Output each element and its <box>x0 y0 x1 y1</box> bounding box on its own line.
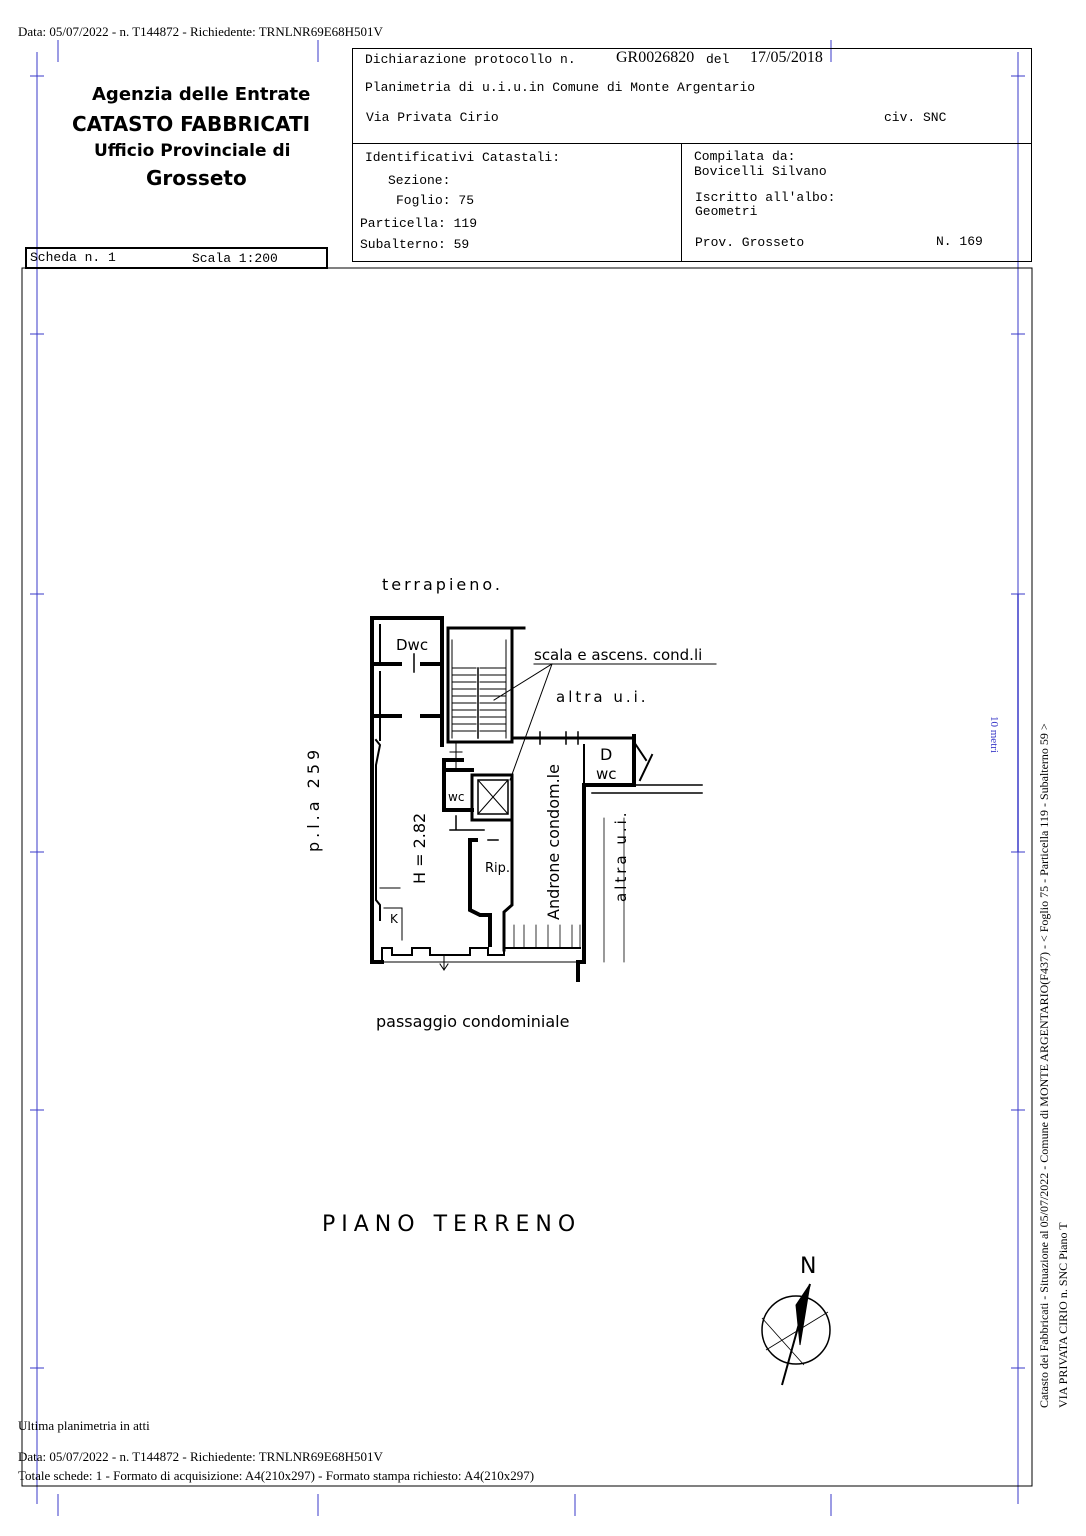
footer-last-plan: Ultima planimetria in atti <box>18 1418 150 1433</box>
civic-number: civ. SNC <box>884 110 947 125</box>
foglio-field: Foglio: 75 <box>396 193 475 208</box>
subalterno-field: Subalterno: 59 <box>360 237 470 252</box>
planimetria-line: Planimetria di u.i.u.in Comune di Monte … <box>365 80 756 95</box>
sezione-field: Sezione: <box>388 173 451 188</box>
right-outer-wall <box>591 784 703 794</box>
stair-side-line <box>451 639 507 739</box>
d-label: D <box>600 745 613 764</box>
k-label: K <box>390 912 398 926</box>
altra-ui-top-label: altra u.i. <box>556 688 649 706</box>
compiler-box <box>681 143 1032 262</box>
scale-bar-label: 10 metri <box>988 716 1000 753</box>
door-arrow-top <box>449 741 463 771</box>
unit-bottom-wall <box>381 947 581 963</box>
androne-label: Androne condom.le <box>544 764 563 920</box>
wc-right-label: wc <box>596 765 617 783</box>
scheda-box <box>25 247 328 269</box>
height-label: H = 2.82 <box>410 812 429 884</box>
kitchen-box <box>383 907 403 941</box>
inner-left-wall <box>374 624 387 921</box>
rip-walls <box>468 838 492 947</box>
compiler-name: Bovicelli Silvano <box>694 164 827 179</box>
door-arrow-bottom <box>439 954 449 971</box>
agency-name: Agenzia delle Entrate <box>92 84 311 105</box>
compiler-label: Compilata da: <box>694 149 796 164</box>
footer-request-line: Data: 05/07/2022 - n. T144872 - Richiede… <box>18 1449 383 1464</box>
albo-label: Iscritto all'albo: <box>695 190 836 205</box>
callout-scala-2 <box>509 663 553 781</box>
stair-block-outline <box>446 626 514 744</box>
declaration-prefix: Dichiarazione protocollo n. <box>365 52 576 67</box>
scheda-number: Scheda n. 1 <box>30 250 116 265</box>
header-request-line: Data: 05/07/2022 - n. T144872 - Richiede… <box>18 24 383 39</box>
footer-totals-line: Totale schede: 1 - Formato di acquisizio… <box>18 1468 535 1483</box>
north-arrow <box>761 1283 831 1386</box>
passaggio-label: passaggio condominiale <box>376 1012 570 1031</box>
protocol-number: GR0026820 <box>616 49 695 66</box>
wc-small-walls <box>442 758 474 812</box>
wc-small-door <box>449 815 485 831</box>
corridor-gap-marks <box>539 731 579 745</box>
registration-number: N. 169 <box>936 234 983 249</box>
rip-right-wall <box>502 818 514 952</box>
declaration-date: 17/05/2018 <box>750 49 823 66</box>
dwc-label: Dwc <box>396 636 429 654</box>
address-line: Via Privata Cirio <box>366 110 499 125</box>
right-unit-wall <box>576 734 636 982</box>
hall-hatch <box>513 924 581 949</box>
side-situation-note: Catasto dei Fabbricati - Situazione al 0… <box>1037 723 1051 1408</box>
province-field: Prov. Grosseto <box>695 235 805 250</box>
piano-terreno-title: PIANO TERRENO <box>322 1212 582 1237</box>
albo-value: Geometri <box>695 204 758 219</box>
identifiers-title: Identificativi Catastali: <box>365 150 561 165</box>
elevator-cross <box>477 779 509 815</box>
declaration-del: del <box>706 52 730 67</box>
scala-ascensore-label: scala e ascens. cond.li <box>534 646 703 664</box>
catasto-title: CATASTO FABBRICATI <box>72 112 311 136</box>
rip-label: Rip. <box>485 861 511 876</box>
callout-scala-1 <box>493 663 553 701</box>
ufficio-label: Ufficio Provinciale di <box>94 141 291 161</box>
stair-treads <box>451 667 507 732</box>
office-city: Grosseto <box>146 166 247 190</box>
side-address-note: VIA PRIVATA CIRIO n. SNC Piano T <box>1056 1222 1070 1408</box>
particella-field: Particella: 119 <box>360 216 478 231</box>
north-label: N <box>800 1254 817 1279</box>
terrapieno-label: terrapieno. <box>382 575 503 594</box>
pla-259-label: p.l.a 259 <box>304 745 323 852</box>
right-diagonal <box>632 740 654 782</box>
altra-ui-side-label: altra u.i. <box>612 809 630 902</box>
stair-outer-right <box>510 626 526 744</box>
wc-small-label: wc <box>448 790 465 804</box>
scheda-scale: Scala 1:200 <box>192 251 278 266</box>
